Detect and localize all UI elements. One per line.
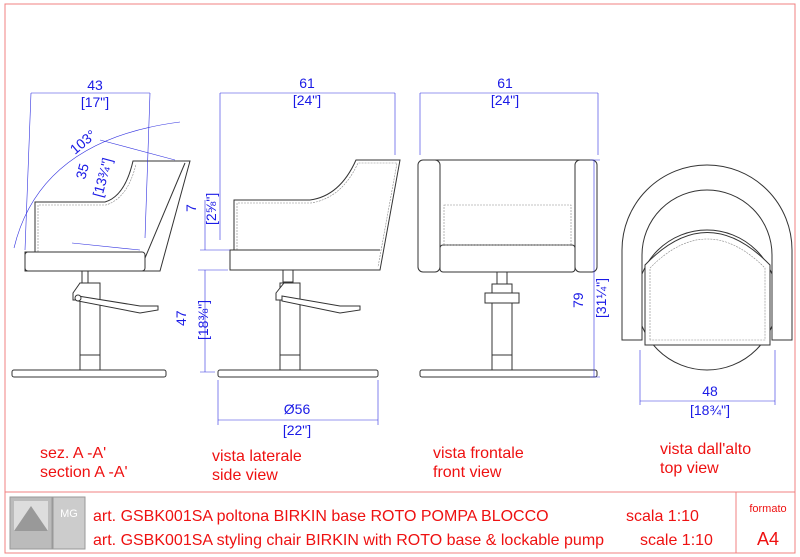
side-caption-en: side view bbox=[212, 467, 278, 484]
section-view: 43 [17"] 103° 35 [13¾"] bbox=[11, 77, 191, 378]
title-line-it: art. GSBK001SA poltona BIRKIN base ROTO … bbox=[93, 508, 549, 525]
front-caption-it: vista frontale bbox=[433, 445, 524, 462]
side-base-cm: Ø56 bbox=[284, 401, 311, 417]
top-width-in: [18¾"] bbox=[690, 402, 730, 418]
top-view: 48 [18¾"] bbox=[621, 164, 793, 418]
side-depth-in: [24"] bbox=[293, 92, 321, 108]
side-depth-cm: 61 bbox=[299, 75, 315, 91]
format-value: A4 bbox=[757, 529, 779, 549]
section-width-in: [17"] bbox=[81, 94, 109, 110]
top-caption-en: top view bbox=[660, 460, 719, 477]
front-view: 61 [24"] 79 [31¼"] bbox=[417, 75, 609, 378]
front-height-cm: 79 bbox=[570, 292, 586, 308]
side-seat-in: [18⅜"] bbox=[195, 300, 211, 340]
section-caption-it: sez. A -A' bbox=[40, 445, 106, 462]
side-arm-in: [2⅝"] bbox=[203, 193, 219, 225]
side-view: 61 [24"] Ø56 [22"] 7 [2⅝"] 47 [18⅜"] bbox=[173, 75, 401, 438]
side-seat-cm: 47 bbox=[173, 310, 189, 326]
scale-it: scala 1:10 bbox=[626, 508, 699, 525]
format-label: formato bbox=[749, 503, 786, 515]
side-base-in: [22"] bbox=[283, 422, 311, 438]
logo: MG bbox=[9, 496, 86, 550]
front-width-in: [24"] bbox=[491, 92, 519, 108]
section-back-in: [13¾"] bbox=[89, 156, 115, 199]
side-caption-it: vista laterale bbox=[212, 448, 302, 465]
title-line-en: art. GSBK001SA styling chair BIRKIN with… bbox=[93, 532, 604, 549]
side-arm-cm: 7 bbox=[183, 204, 199, 212]
section-width-cm: 43 bbox=[87, 77, 103, 93]
front-caption-en: front view bbox=[433, 464, 502, 481]
front-height-in: [31¼"] bbox=[593, 278, 609, 318]
section-back-cm: 35 bbox=[72, 161, 92, 180]
top-width-cm: 48 bbox=[702, 383, 718, 399]
drawing-frame bbox=[4, 3, 796, 554]
scale-en: scale 1:10 bbox=[640, 532, 713, 549]
section-caption-en: section A -A' bbox=[40, 464, 128, 481]
logo-text: MG bbox=[60, 508, 78, 520]
top-caption-it: vista dall'alto bbox=[660, 441, 751, 458]
front-width-cm: 61 bbox=[497, 75, 513, 91]
